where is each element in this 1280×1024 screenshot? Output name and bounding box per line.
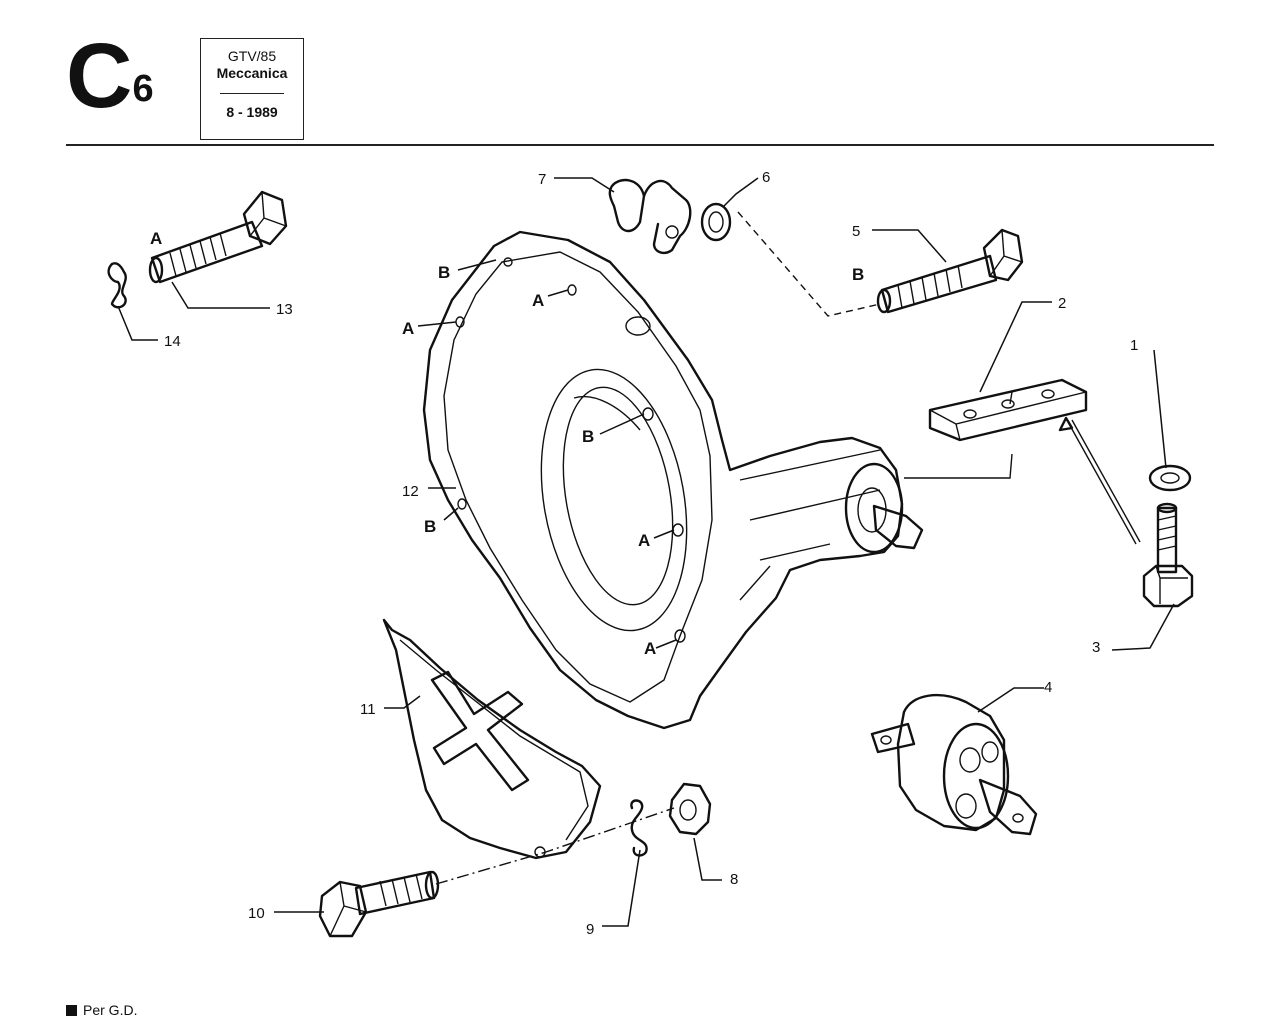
- callout-14: 14: [164, 333, 181, 350]
- cover-plate-11-drawing: [382, 618, 602, 860]
- callout-13: 13: [276, 301, 293, 318]
- ref-b-housing-lower: B: [424, 517, 436, 536]
- callout-7: 7: [538, 171, 546, 188]
- ref-a-housing-left: A: [402, 319, 414, 338]
- callout-8: 8: [730, 871, 738, 888]
- bolt-3-drawing: [1142, 502, 1194, 608]
- ref-b-bolt-5: B: [852, 265, 864, 284]
- washer-1-drawing: [1148, 464, 1192, 492]
- bolt-5-drawing: [876, 228, 1024, 314]
- header-rule: [66, 144, 1214, 146]
- bell-housing-12-drawing: [422, 230, 924, 730]
- title-block-divider: [220, 93, 284, 94]
- nut-8-drawing: [668, 782, 712, 836]
- bushing-4-drawing: [870, 694, 1038, 836]
- callout-12: 12: [402, 483, 419, 500]
- callout-9: 9: [586, 921, 594, 938]
- ref-a-housing-center: A: [638, 531, 650, 550]
- footer-note: Per G.D.: [66, 1002, 137, 1018]
- title-block: GTV/85 Meccanica 8 - 1989: [200, 38, 304, 140]
- ref-b-housing-center: B: [582, 427, 594, 446]
- callout-6: 6: [762, 169, 770, 186]
- callout-10: 10: [248, 905, 265, 922]
- ref-a-housing-bottom: A: [644, 639, 656, 658]
- ref-a-bolt-13: A: [150, 229, 162, 248]
- model-label: GTV/85: [227, 48, 277, 64]
- callout-5: 5: [852, 223, 860, 240]
- plate-2-drawing: [928, 378, 1141, 545]
- callout-1: 1: [1130, 337, 1138, 354]
- bracket-7-drawing: [608, 178, 692, 255]
- washer-6-drawing: [700, 202, 732, 242]
- callout-4: 4: [1044, 679, 1052, 696]
- callout-11: 11: [360, 701, 376, 718]
- bolt-10-drawing: [318, 870, 440, 938]
- footer-note-text: Per G.D.: [83, 1002, 138, 1018]
- section-letter: C: [66, 25, 132, 127]
- callout-2: 2: [1058, 295, 1066, 312]
- section-number: 6: [132, 68, 154, 110]
- group-label: Meccanica: [216, 65, 288, 81]
- callout-3: 3: [1092, 639, 1100, 656]
- section-code: C6: [66, 30, 154, 122]
- washer-9-drawing: [630, 799, 648, 857]
- ref-b-housing-top: B: [438, 263, 450, 282]
- date-label: 8 - 1989: [226, 104, 278, 120]
- clip-14-drawing: [107, 262, 127, 309]
- black-square-icon: [66, 1005, 77, 1016]
- ref-a-housing-top: A: [532, 291, 544, 310]
- bolt-13-drawing: [148, 190, 288, 284]
